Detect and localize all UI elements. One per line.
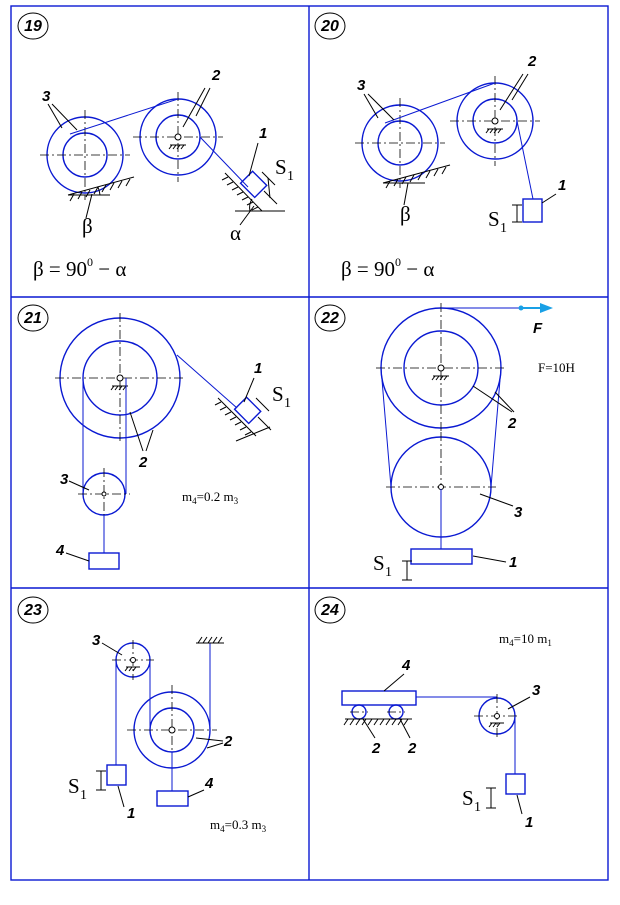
svg-text:3: 3: [60, 471, 69, 488]
body-1: [106, 764, 127, 786]
svg-text:2: 2: [211, 67, 221, 84]
svg-text:1: 1: [259, 125, 267, 142]
formula: β = 900 − α: [341, 255, 434, 281]
svg-text:1: 1: [385, 565, 392, 580]
svg-text:S: S: [272, 382, 284, 406]
svg-text:1: 1: [254, 360, 262, 377]
force-arrow: [540, 303, 553, 313]
svg-text:4: 4: [204, 775, 214, 792]
svg-text:3: 3: [42, 88, 51, 105]
svg-text:β: β: [82, 214, 93, 238]
grid-frame: [10, 5, 609, 881]
svg-text:1: 1: [500, 221, 507, 236]
svg-text:1: 1: [558, 177, 566, 194]
svg-text:1: 1: [509, 554, 517, 571]
panel-number-badge: [17, 304, 49, 332]
svg-text:2: 2: [223, 733, 233, 750]
svg-text:1: 1: [127, 805, 135, 822]
svg-text:S: S: [275, 155, 287, 179]
svg-text:2: 2: [507, 415, 517, 432]
svg-text:1: 1: [474, 800, 481, 815]
svg-text:1: 1: [525, 814, 533, 831]
svg-text:S: S: [462, 786, 474, 810]
panel-24: 24 m4=10 m1 4 2 2 3 1 S: [314, 596, 552, 831]
panel-number: 19: [24, 18, 42, 35]
svg-text:4: 4: [401, 657, 411, 674]
svg-text:β: β: [400, 202, 411, 226]
svg-text:23: 23: [23, 602, 42, 619]
body-1: [239, 170, 268, 199]
svg-text:20: 20: [320, 18, 339, 35]
panel-22: 22 F F=10H 2 3 1 S 1: [314, 303, 575, 581]
plate-4: [341, 690, 417, 706]
panel-number-badge: [314, 596, 346, 624]
svg-text:β = 900 − α: β = 900 − α: [33, 255, 126, 281]
load-4: [156, 790, 189, 807]
svg-text:21: 21: [23, 310, 42, 327]
svg-text:β = 900 − α: β = 900 − α: [341, 255, 434, 281]
svg-text:1: 1: [287, 169, 294, 184]
panel-number-badge: [314, 304, 346, 332]
svg-text:1: 1: [80, 788, 87, 803]
svg-text:4: 4: [55, 542, 65, 559]
panel-23: 23 3 2 1 4 S: [17, 596, 267, 834]
body-1: [505, 773, 526, 795]
panel-21: 21 2 3 4 1 S 1: [17, 304, 291, 570]
svg-text:m4=10 m1: m4=10 m1: [499, 631, 552, 648]
svg-text:α: α: [230, 221, 241, 245]
svg-text:1: 1: [284, 396, 291, 411]
body-1: [233, 396, 262, 425]
panel-number-badge: [17, 596, 49, 624]
svg-text:m4=0.2 m3: m4=0.2 m3: [182, 489, 239, 506]
svg-text:S: S: [373, 551, 385, 575]
load-4: [88, 552, 120, 570]
svg-text:2: 2: [407, 740, 417, 757]
svg-text:S: S: [488, 207, 500, 231]
svg-text:F=10H: F=10H: [538, 360, 575, 375]
svg-text:2: 2: [371, 740, 381, 757]
panel-number-badge: [17, 12, 49, 40]
formula: β = 900 − α: [33, 255, 126, 281]
body-1: [522, 198, 543, 223]
svg-text:3: 3: [357, 77, 366, 94]
svg-text:22: 22: [320, 310, 339, 327]
svg-text:3: 3: [514, 504, 523, 521]
svg-text:2: 2: [527, 53, 537, 70]
body-1: [410, 548, 473, 565]
svg-text:F: F: [533, 320, 543, 337]
svg-text:S: S: [68, 774, 80, 798]
svg-text:3: 3: [532, 682, 541, 699]
svg-text:3: 3: [92, 632, 101, 649]
panel-number-badge: [314, 12, 346, 40]
svg-text:2: 2: [138, 454, 148, 471]
svg-text:24: 24: [320, 602, 339, 619]
panel-20: 20 3 2 1 S 1 β β = 900 − α: [314, 12, 566, 281]
panel-19: 19 3 2 1: [17, 12, 294, 281]
svg-text:m4=0.3 m3: m4=0.3 m3: [210, 817, 267, 834]
